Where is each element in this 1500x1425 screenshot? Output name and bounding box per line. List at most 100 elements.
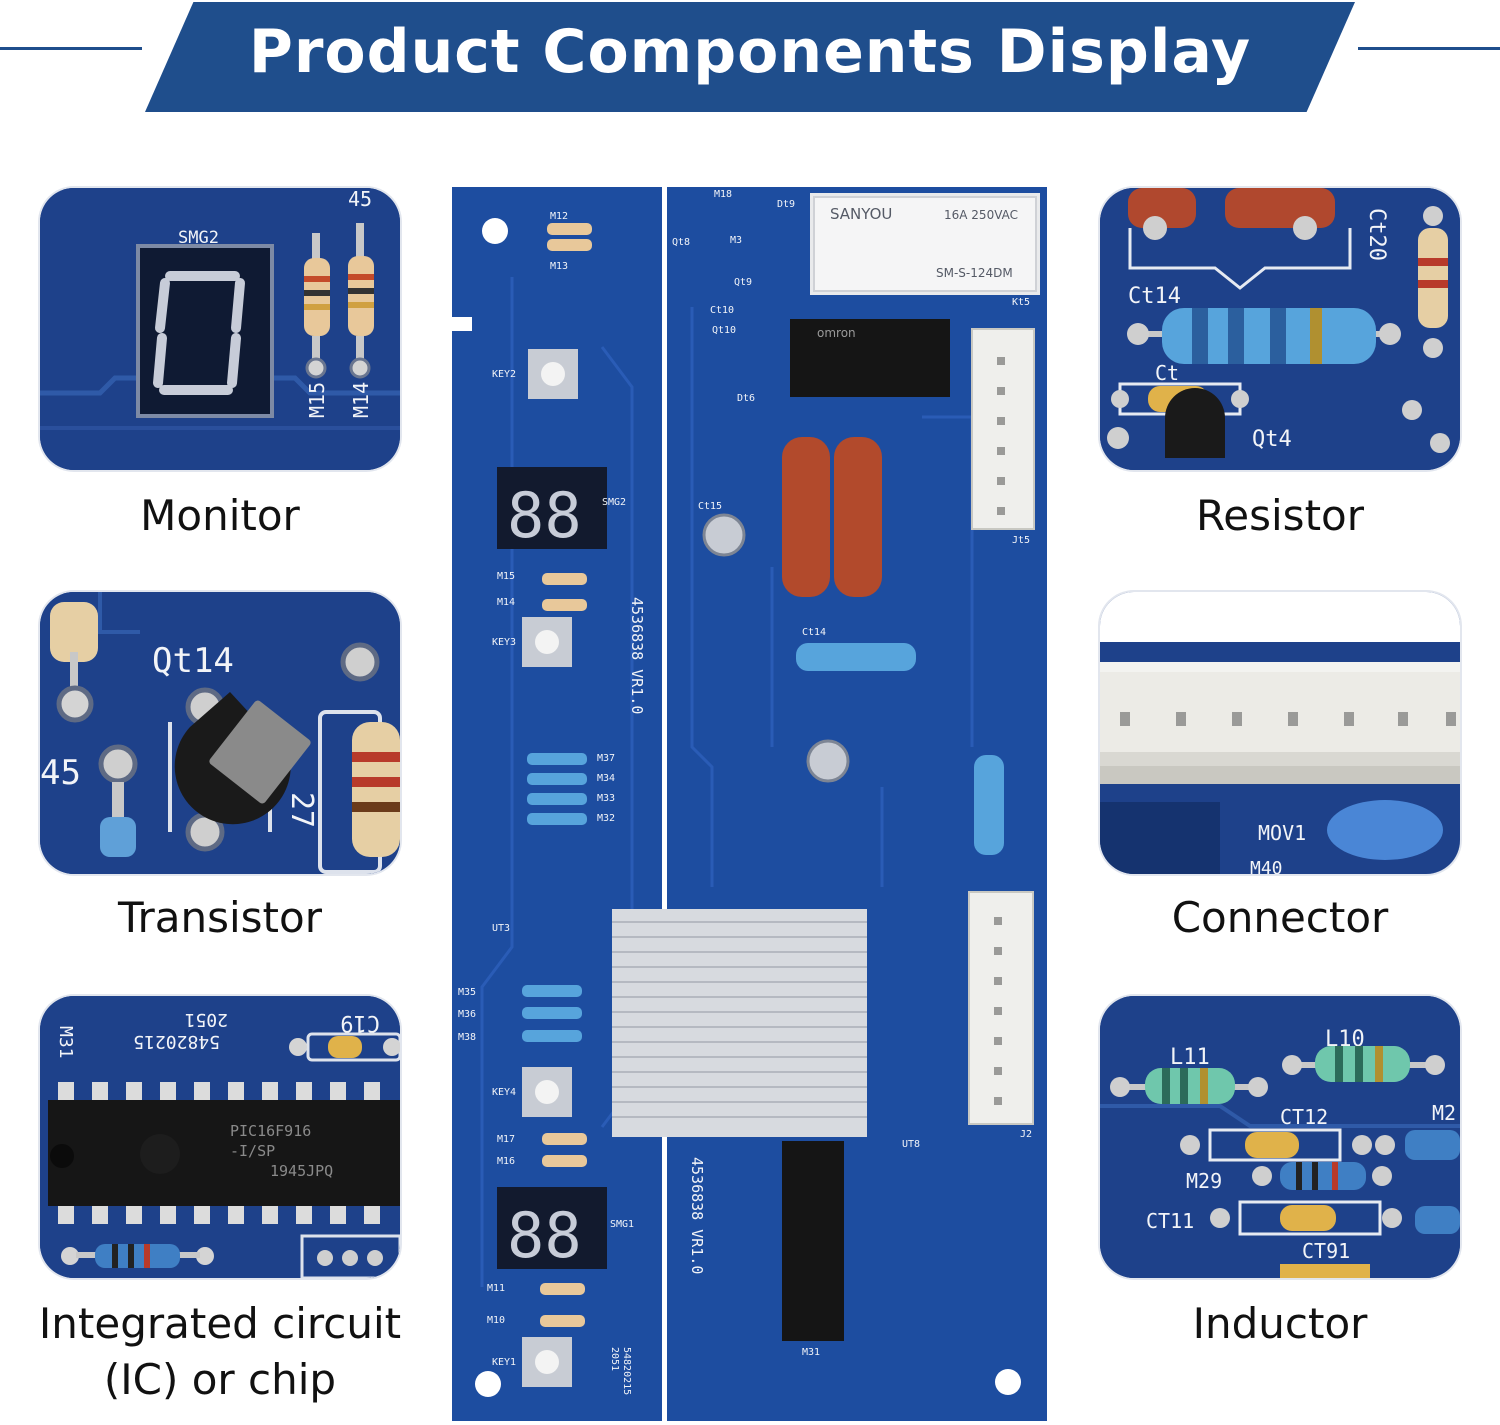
varistor-mov1 (1327, 800, 1443, 860)
board-label-ct14: Ct14 (802, 627, 826, 638)
board-label-m18: M18 (714, 189, 732, 200)
board-label-j2: J2 (1020, 1129, 1032, 1140)
board-lot-text-2: 2051 (609, 1347, 620, 1371)
inductor-l10 (1282, 1046, 1445, 1082)
board-label-m38: M38 (458, 1032, 476, 1043)
m29-label: M29 (1186, 1169, 1222, 1193)
board-label-m36: M36 (458, 1009, 476, 1020)
blue-resistor (1127, 308, 1401, 364)
board-model-text-2: 4536838 VR1.0 (688, 1157, 706, 1274)
qt4-label: Qt4 (1252, 427, 1292, 452)
connector-closeup: MOV1 M40 (1100, 592, 1460, 874)
key-button-2 (528, 349, 578, 399)
ct11-label: CT11 (1146, 1209, 1194, 1233)
key-button-1 (522, 1337, 572, 1387)
board-label-m31: M31 (802, 1347, 820, 1358)
board-label-m15: M15 (497, 571, 515, 582)
white-connector (1100, 662, 1460, 784)
ic-pins (58, 1082, 380, 1224)
film-capacitor-1 (782, 437, 830, 597)
svg-text:88: 88 (507, 1199, 582, 1272)
m14-label: M14 (349, 382, 373, 418)
resistor-top-left (50, 602, 98, 723)
board-label-m37: M37 (597, 753, 615, 764)
board-label-smg2: SMG2 (602, 497, 626, 508)
l11-label: L11 (1170, 1045, 1210, 1070)
page-title: Product Components Display (248, 17, 1252, 87)
resistor-right (352, 722, 400, 857)
board-label-key4: KEY4 (492, 1087, 516, 1098)
ic-part-label-2: -I/SP (230, 1142, 275, 1160)
inductor-l11 (1110, 1068, 1268, 1104)
ct91-label: CT91 (1302, 1239, 1350, 1263)
board-label-ct10: Ct10 (710, 305, 734, 316)
transistor-body (174, 692, 311, 825)
board-label-key1: KEY1 (492, 1357, 516, 1368)
connector-image: MOV1 M40 (1100, 592, 1460, 874)
board-label-m13: M13 (550, 261, 568, 272)
m2-label: M2 (1432, 1101, 1456, 1125)
resistor-m14 (348, 223, 374, 379)
qt14-label: Qt14 (152, 641, 234, 681)
board-label-m10: M10 (487, 1315, 505, 1326)
board-label-m16: M16 (497, 1156, 515, 1167)
connector-top (971, 328, 1035, 530)
m40-label: M40 (1250, 858, 1283, 874)
resistor-m29 (1252, 1162, 1392, 1190)
relay2-brand: omron (817, 326, 856, 340)
control-board-image: SANYOU 16A 250VAC SM-S-124DM omron (452, 187, 1047, 1421)
electrolytic-capacitor-2 (806, 739, 850, 783)
ribbon-cable (612, 909, 867, 1137)
board-label-qt10: Qt10 (712, 325, 736, 336)
board-label-ut8: UT8 (902, 1139, 920, 1150)
board-label-m17: M17 (497, 1134, 515, 1145)
board-label-dt6: Dt6 (737, 393, 755, 404)
inductor-closeup: L11 L10 CT12 M2 M29 CT11 (1100, 996, 1460, 1278)
ic-cap-label: C19 (340, 1010, 380, 1035)
ct14-label: Ct14 (1128, 284, 1181, 309)
board-lot-text: 54820215 (621, 1347, 632, 1395)
board-label-ut3: UT3 (492, 923, 510, 934)
caption-connector: Connector (1171, 893, 1389, 942)
film-capacitor-2 (834, 437, 882, 597)
transistor-image: Qt14 45 27 (40, 592, 400, 874)
board-label-m3: M3 (730, 235, 742, 246)
ic-chip-body (48, 1100, 400, 1206)
board-label-key3: KEY3 (492, 637, 516, 648)
transistor-qt4 (1165, 388, 1225, 458)
seven-segment-smg1: 88 (497, 1187, 607, 1272)
ic-lot-label: 54820215 (133, 1031, 220, 1052)
ct-label: Ct (1155, 361, 1179, 385)
caption-transistor: Transistor (118, 893, 322, 942)
key-button-3 (522, 617, 572, 667)
header-line-left (0, 47, 142, 50)
caption-ic: Integrated circuit (IC) or chip (0, 1296, 440, 1408)
transistor-closeup: Qt14 45 27 (40, 592, 400, 874)
segment-digit (153, 271, 245, 395)
electrolytic-capacitor-1 (702, 513, 746, 557)
relay-rating: 16A 250VAC (944, 208, 1018, 222)
header-banner: Product Components Display (145, 2, 1355, 112)
key-button-4 (522, 1067, 572, 1117)
caption-monitor: Monitor (140, 491, 300, 540)
monitor-closeup: SMG2 45 M15 M14 (40, 188, 400, 470)
monitor-image: SMG2 45 M15 M14 (40, 188, 400, 470)
ic-chip (782, 1141, 844, 1341)
smg2-label: SMG2 (178, 228, 219, 248)
connector-bottom (968, 891, 1034, 1125)
board-model-text: 4536838 VR1.0 (628, 597, 646, 714)
ic-image: 2051 54820215 M31 C19 PIC16F916 -I/SP 19… (40, 996, 400, 1278)
board-label-m11: M11 (487, 1283, 505, 1294)
mov1-label: MOV1 (1258, 821, 1306, 845)
board-label-m12: M12 (550, 211, 568, 222)
ceramic-capacitor (328, 1036, 362, 1058)
board-label-ct15: Ct15 (698, 501, 722, 512)
svg-text:88: 88 (507, 479, 582, 552)
seven-segment-smg2: 88 (497, 467, 607, 552)
power-resistor (796, 643, 916, 671)
inductor-image: L11 L10 CT12 M2 M29 CT11 (1100, 996, 1460, 1278)
ic-ref-label: M31 (55, 1026, 76, 1059)
board-label-m33: M33 (597, 793, 615, 804)
relay-model: SM-S-124DM (936, 266, 1013, 280)
resistor-bottom (61, 1244, 214, 1268)
